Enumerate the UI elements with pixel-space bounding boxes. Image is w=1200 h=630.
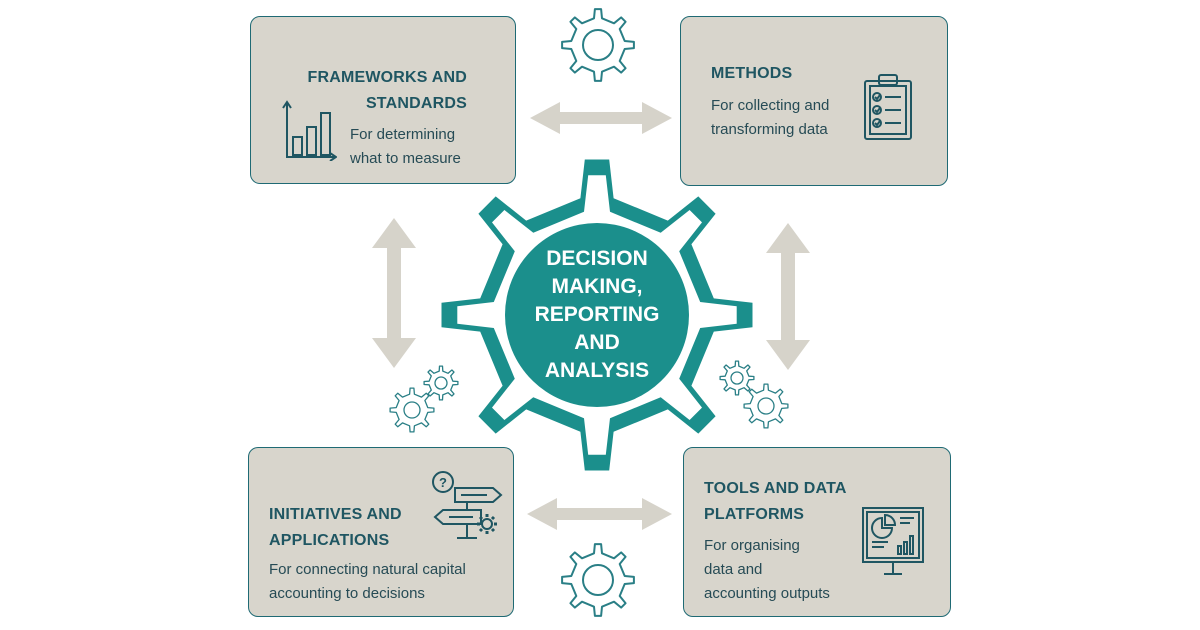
top-gear-icon-hole bbox=[582, 29, 614, 61]
frameworks-description: For determining what to measure bbox=[350, 126, 461, 167]
decorative-gears bbox=[389, 8, 789, 617]
top-gear-icon bbox=[561, 8, 635, 82]
central-gear bbox=[441, 159, 753, 471]
right-medium-gear-icon bbox=[743, 383, 789, 429]
right-medium-gear-icon-outline bbox=[743, 383, 789, 429]
initiatives-description: For connecting natural capital accountin… bbox=[269, 561, 466, 602]
clipboard-checklist-icon bbox=[861, 71, 917, 148]
left-small-gear-icon bbox=[423, 365, 459, 401]
methods-description: For collecting and transforming data bbox=[711, 97, 830, 138]
central-gear-hub bbox=[505, 223, 689, 407]
bottom-gear-icon bbox=[561, 543, 635, 617]
tools-title: TOOLS AND DATA PLATFORMS bbox=[704, 480, 847, 523]
right-small-gear-icon-hole bbox=[730, 371, 744, 385]
left-medium-gear-icon-outline bbox=[389, 387, 435, 433]
central-gear-label: DECISION MAKING, REPORTING AND ANALYSIS bbox=[534, 247, 660, 382]
connector-arrows bbox=[372, 102, 810, 530]
frameworks-title: FRAMEWORKS AND STANDARDS bbox=[307, 69, 467, 112]
presentation-board-icon bbox=[860, 506, 926, 581]
right-small-gear-icon-outline bbox=[719, 360, 755, 396]
right-medium-gear-icon-hole bbox=[757, 397, 775, 415]
bar-chart-icon bbox=[281, 99, 338, 166]
left-small-gear-icon-outline bbox=[423, 365, 459, 401]
initiatives-title: INITIATIVES AND APPLICATIONS bbox=[269, 506, 402, 549]
left-medium-gear-icon bbox=[389, 387, 435, 433]
frameworks-and-standards-box: FRAMEWORKS AND STANDARDS For determining… bbox=[250, 16, 516, 184]
left-small-gear-icon-hole bbox=[434, 376, 448, 390]
methods-title: METHODS bbox=[711, 65, 793, 82]
signpost-gear-icon: ? bbox=[429, 468, 505, 545]
right-double-arrow bbox=[766, 223, 810, 370]
right-small-gear-icon bbox=[719, 360, 755, 396]
tools-and-data-platforms-box: TOOLS AND DATA PLATFORMS For organising … bbox=[683, 447, 951, 617]
left-double-arrow bbox=[372, 218, 416, 368]
initiatives-and-applications-box: ? INITIATIVES AND APPLICATIONS For conne… bbox=[248, 447, 514, 617]
bottom-gear-icon-outline bbox=[561, 543, 635, 617]
svg-text:?: ? bbox=[439, 475, 447, 490]
left-medium-gear-icon-hole bbox=[403, 401, 421, 419]
methods-box: METHODS For collecting and transforming … bbox=[680, 16, 948, 186]
top-gear-icon-outline bbox=[561, 8, 635, 82]
tools-description: For organising data and accounting outpu… bbox=[704, 537, 830, 602]
top-double-arrow bbox=[530, 102, 672, 134]
bottom-double-arrow bbox=[527, 498, 672, 530]
bottom-gear-icon-hole bbox=[582, 564, 614, 596]
